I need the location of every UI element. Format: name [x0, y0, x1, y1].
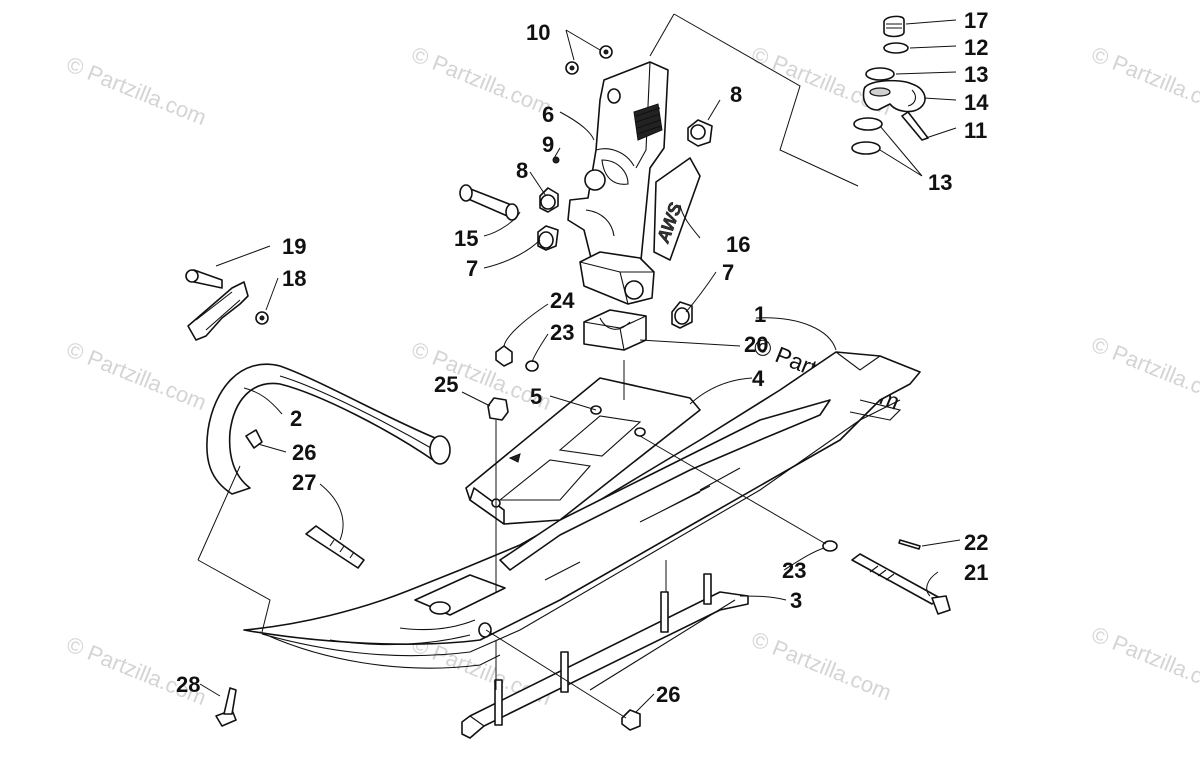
- callout-labels: 1 2 3 4 5 6 7 7 8 8 9 10 11 12 13 13 14 …: [176, 8, 989, 707]
- callout-16: 16: [726, 232, 750, 257]
- callout-8b: 8: [516, 158, 528, 183]
- callout-11: 11: [964, 118, 987, 143]
- watermark: © Partzilla.com: [63, 631, 210, 710]
- part-saddle-bracket: [465, 377, 701, 525]
- part-ski-loop: [206, 363, 451, 495]
- callout-14: 14: [964, 90, 989, 115]
- callout-25: 25: [434, 372, 458, 397]
- callout-15: 15: [454, 226, 478, 251]
- callout-13b: 13: [928, 170, 952, 195]
- callout-19: 19: [282, 234, 306, 259]
- callout-23b: 23: [782, 558, 806, 583]
- callout-22: 22: [964, 530, 988, 555]
- watermark: © Partzilla.com: [63, 51, 210, 130]
- part-bumper-pad: [583, 309, 647, 351]
- callout-24: 24: [550, 288, 575, 313]
- callout-9: 9: [542, 132, 554, 157]
- callout-26a: 26: [292, 440, 316, 465]
- watermark: © Partzilla.com: [1088, 331, 1200, 410]
- callout-18: 18: [282, 266, 306, 291]
- part-steering-arm: [851, 15, 929, 155]
- callout-7b: 7: [722, 260, 734, 285]
- part-spindle: [567, 61, 669, 305]
- part-top-nuts: [565, 45, 613, 75]
- callout-6: 6: [542, 102, 554, 127]
- part-ski: [243, 351, 921, 669]
- part-decal: AWS: [652, 157, 701, 261]
- callout-7a: 7: [466, 256, 478, 281]
- callout-23a: 23: [550, 320, 574, 345]
- watermark: © Partzilla.com: [748, 626, 895, 705]
- callout-17: 17: [964, 8, 988, 33]
- callout-10: 10: [526, 20, 550, 45]
- callout-20: 20: [744, 332, 768, 357]
- part-loop-bracket: [185, 269, 269, 341]
- callout-26b: 26: [656, 682, 680, 707]
- callout-27: 27: [292, 470, 316, 495]
- watermark: © Partzilla.com: [1088, 41, 1200, 120]
- watermark: © Partzilla.com: [63, 336, 210, 415]
- callout-8a: 8: [730, 82, 742, 107]
- callout-12: 12: [964, 35, 988, 60]
- callout-2: 2: [290, 406, 302, 431]
- callout-1: 1: [754, 302, 766, 327]
- callout-21: 21: [964, 560, 988, 585]
- callout-13a: 13: [964, 62, 988, 87]
- leader-lines: [197, 13, 961, 719]
- watermark: © Partzilla.com: [1088, 621, 1200, 700]
- callout-28: 28: [176, 672, 200, 697]
- part-wear-bar: [461, 573, 749, 739]
- callout-5: 5: [530, 384, 542, 409]
- callout-4: 4: [752, 366, 765, 391]
- callout-3: 3: [790, 588, 802, 613]
- watermark: © Partzilla.com: [408, 41, 555, 120]
- part-fasteners: [215, 345, 951, 731]
